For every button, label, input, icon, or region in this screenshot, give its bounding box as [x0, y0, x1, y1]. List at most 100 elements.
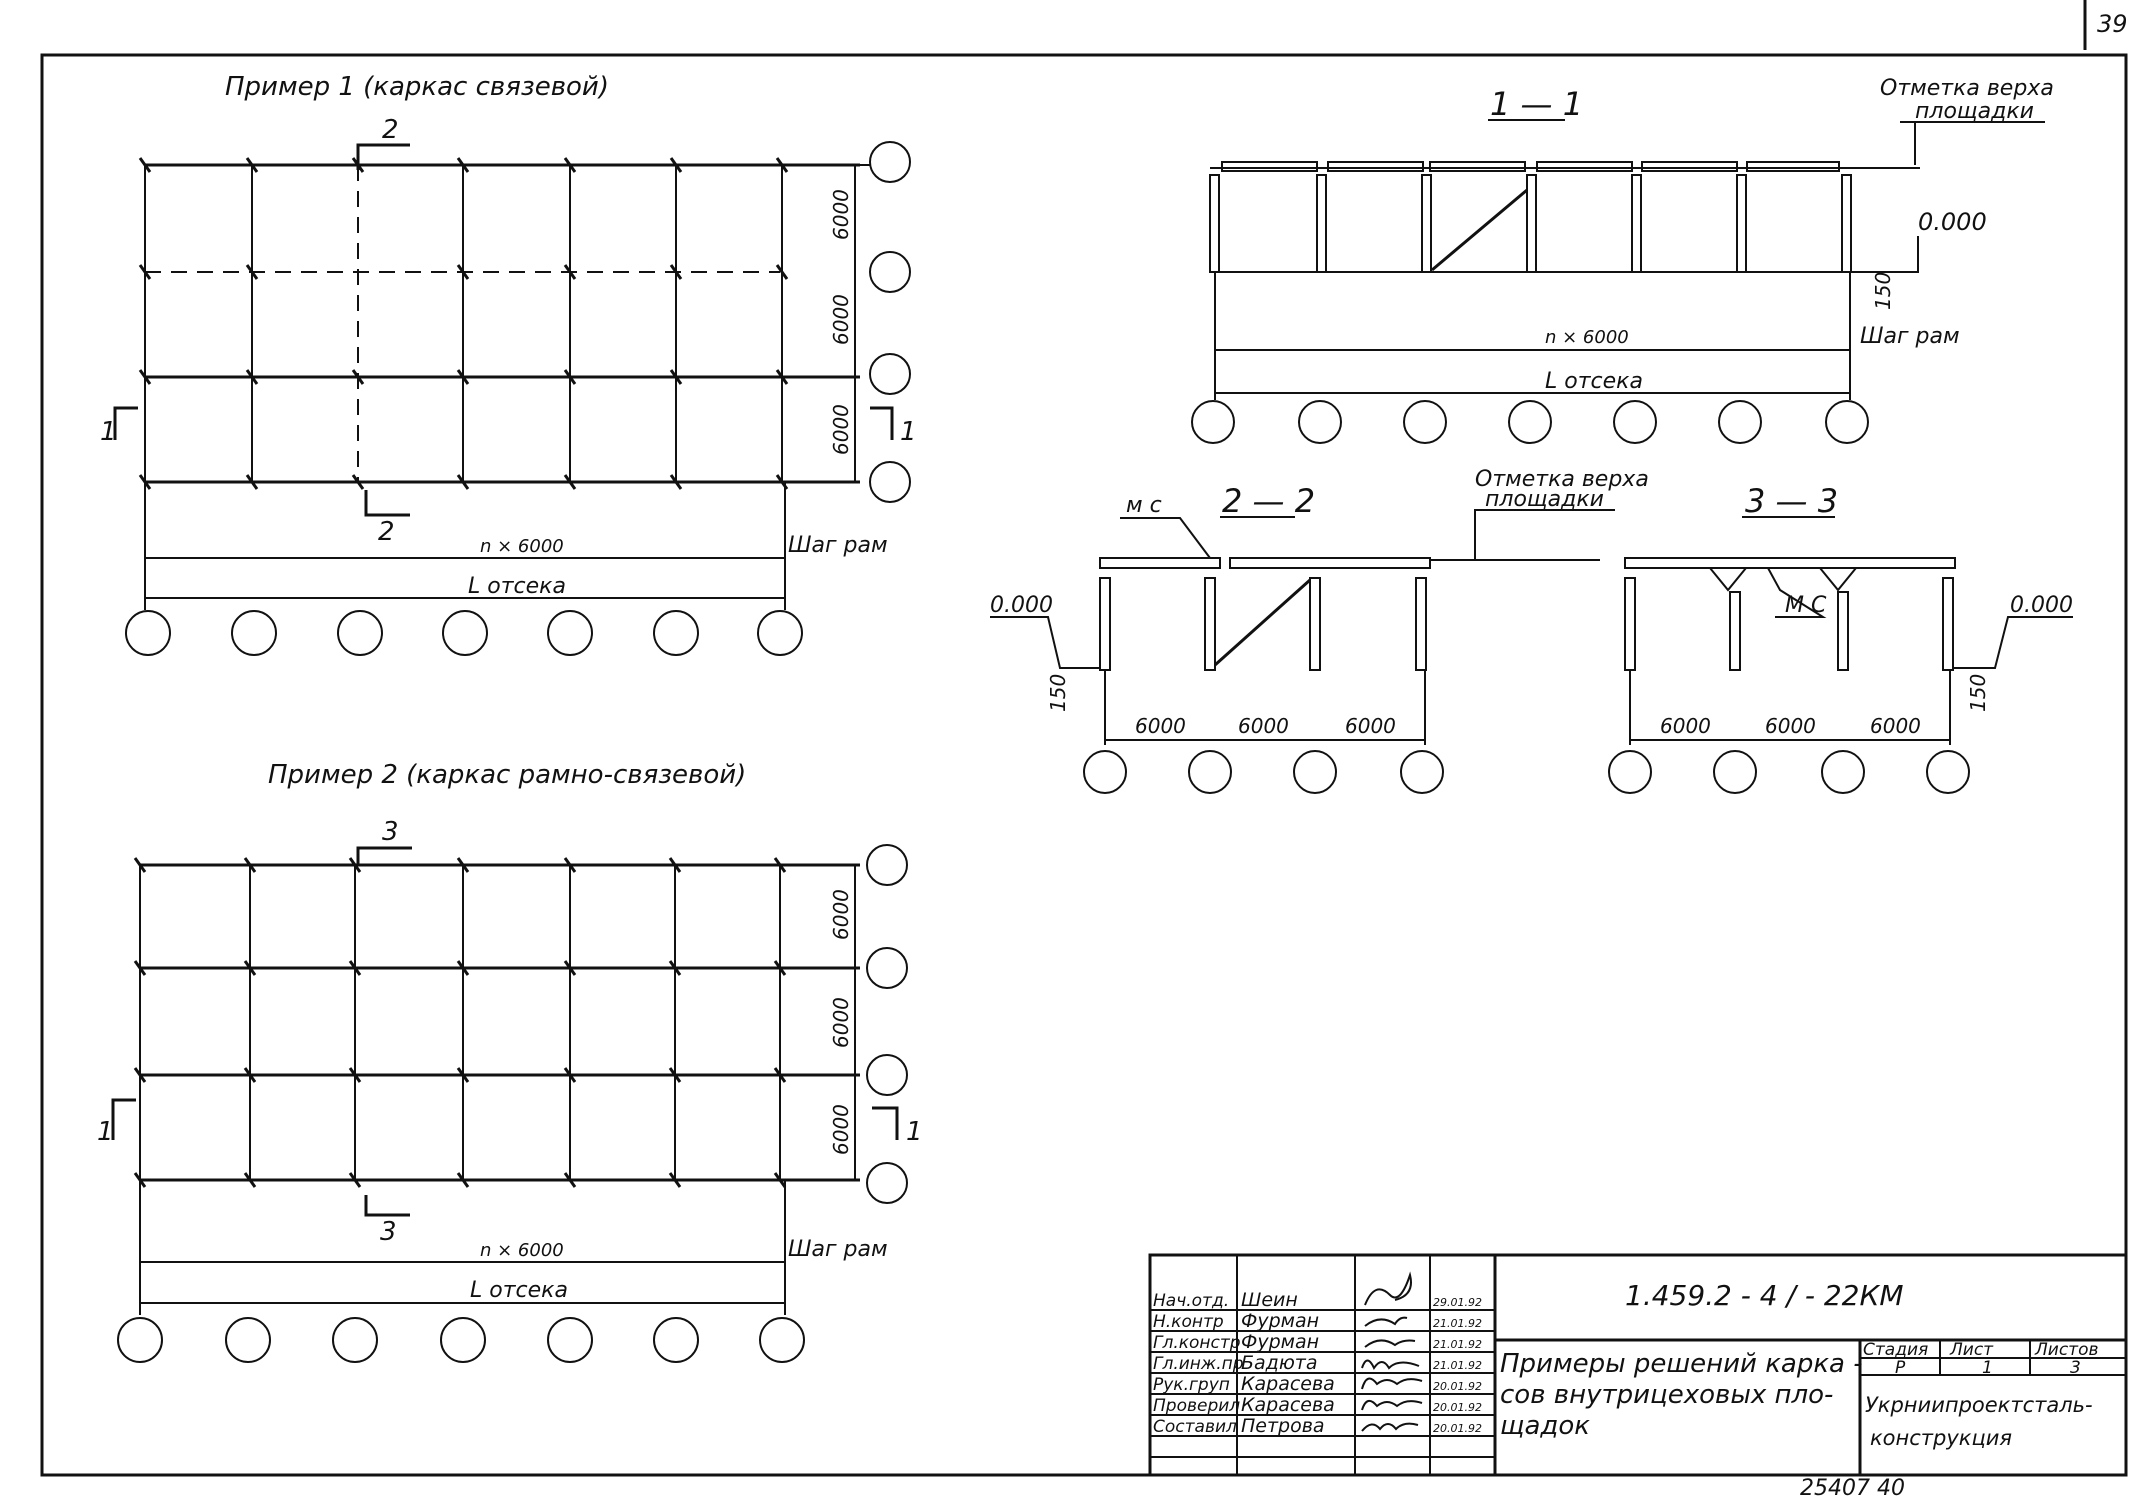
level-label: 0.000 [2010, 593, 2073, 618]
span-dimensions: 6000 6000 6000 [829, 865, 856, 1180]
section-mark-3-bottom: 3 [364, 1195, 410, 1247]
step-label: Шаг рам [788, 533, 888, 558]
dim-n: n × 6000 [1545, 327, 1629, 348]
signature [1364, 1339, 1416, 1348]
titleblock-row: Проверил Карасева 20.01.92 [1153, 1394, 1482, 1416]
axis-bubbles-bottom [125, 610, 803, 656]
section-mark-1-right: 1 [870, 406, 917, 447]
level-label: 0.000 [990, 593, 1053, 618]
row-name: Фурман [1241, 1310, 1319, 1332]
row-role: Гл.инж.пр [1153, 1354, 1244, 1374]
row-date: 20.01.92 [1433, 1422, 1482, 1435]
section-mark-1-right: 1 [872, 1106, 923, 1147]
span-2: 6000 [1238, 714, 1289, 738]
signature [1361, 1422, 1419, 1432]
signature [1361, 1359, 1420, 1371]
title-block: Нач.отд. Шеин 29.01.92 Н.контр Фурман 21… [1148, 1253, 2128, 1477]
bracing [1213, 578, 1312, 667]
titleblock-row: Н.контр Фурман 21.01.92 [1153, 1310, 1482, 1332]
sheet-header: Лист [1949, 1340, 1994, 1360]
section-3-bottom-label: 3 [380, 1217, 397, 1247]
dim-l: L отсека [1545, 369, 1643, 394]
step-label: Шаг рам [1860, 324, 1960, 349]
section-mark-3-top: 3 [356, 817, 412, 865]
span-1: 6000 [829, 889, 853, 940]
row-name: Петрова [1241, 1415, 1325, 1437]
axis-bubbles-bottom [117, 1317, 805, 1363]
signature [1361, 1399, 1423, 1411]
dim-l: L отсека [468, 574, 566, 599]
deck [1099, 557, 1431, 569]
span-3: 6000 [829, 1104, 853, 1155]
section-1-right-label: 1 [906, 1117, 923, 1147]
signature [1364, 1271, 1412, 1306]
row-date: 21.01.92 [1433, 1338, 1482, 1351]
example2-title: Пример 2 (каркас рамно-связевой) [268, 760, 746, 790]
row-name: Карасева [1241, 1373, 1335, 1395]
row-date: 20.01.92 [1433, 1401, 1482, 1414]
row-role: Составил [1153, 1417, 1237, 1437]
dim-l: L отсека [470, 1278, 568, 1303]
plan-example-1: Пример 1 (каркас связевой) 2 2 [100, 72, 917, 656]
row-date: 21.01.92 [1433, 1317, 1482, 1330]
sheet-title-3: щадок [1500, 1411, 1590, 1441]
span-3: 6000 [829, 404, 853, 455]
stage-value: Р [1895, 1358, 1906, 1378]
row-date: 20.01.92 [1433, 1380, 1482, 1393]
example1-title: Пример 1 (каркас связевой) [225, 72, 609, 102]
mc-label: м с [1126, 493, 1162, 518]
titleblock-row: Составил Петрова 20.01.92 [1153, 1415, 1482, 1437]
axis-bubbles-right [866, 844, 908, 1204]
deck [1624, 557, 1956, 569]
row-date: 29.01.92 [1433, 1296, 1482, 1309]
section-1-right-label: 1 [900, 417, 917, 447]
axis-bubbles [1608, 750, 1970, 794]
row-role: Проверил [1153, 1396, 1240, 1416]
sheets-header: Листов [2034, 1340, 2099, 1360]
axis-bubbles [1191, 400, 1869, 444]
section-mark-2-top: 2 [356, 115, 410, 170]
level-label: 0.000 [1918, 208, 1987, 236]
bottom-dimensions: n × 6000 L отсека Шаг рам [144, 482, 888, 610]
span-dimensions: 6000 6000 6000 [829, 165, 856, 482]
top-mark-label-1: Отметка верха [1880, 76, 2054, 101]
axis-bubbles-right [860, 141, 911, 503]
organization-2: конструкция [1870, 1426, 2012, 1450]
row-role: Гл.констр [1153, 1333, 1241, 1353]
section-1-left-label: 1 [97, 1117, 114, 1147]
sheet-title-1: Примеры решений карка - [1500, 1349, 1863, 1379]
span-1: 6000 [1135, 714, 1186, 738]
axis-bubbles [1083, 750, 1444, 794]
document-code: 1.459.2 - 4 / - 22КМ [1625, 1279, 1904, 1312]
row-role: Рук.груп [1153, 1375, 1230, 1395]
columns [1624, 577, 1954, 671]
section-3-3-title: 3 — 3 [1745, 482, 1838, 520]
section-2-2-title: 2 — 2 [1222, 482, 1315, 520]
titleblock-row: Рук.груп Карасева 20.01.92 [1153, 1373, 1482, 1395]
deck-slabs [1221, 161, 1840, 172]
page-number-box: 39 [2083, 0, 2128, 50]
titleblock-row: Нач.отд. Шеин 29.01.92 [1153, 1271, 1482, 1311]
section-mark-2-bottom: 2 [364, 490, 410, 547]
bottom-dimensions: n × 6000 L отсека Шаг рам [139, 1180, 888, 1315]
height-label: 150 [1871, 272, 1895, 310]
dim-n: n × 6000 [480, 1240, 564, 1261]
grid-lines [144, 163, 860, 484]
height-label: 150 [1966, 674, 1990, 712]
middle-top-mark: Отметка верха площадки [1474, 467, 1649, 560]
middle-mark-line1: Отметка верха [1475, 467, 1649, 492]
height-label: 150 [1046, 674, 1070, 712]
row-name: Карасева [1241, 1394, 1335, 1416]
row-role: Н.контр [1153, 1312, 1224, 1332]
row-name: Бадюта [1241, 1352, 1318, 1374]
titleblock-row: Гл.констр Фурман 21.01.92 [1153, 1331, 1482, 1353]
page-number: 39 [2097, 10, 2128, 38]
span-2: 6000 [829, 997, 853, 1048]
section-2-top-label: 2 [382, 115, 399, 145]
plan-example-2: Пример 2 (каркас рамно-связевой) 3 [97, 760, 923, 1363]
section-mark-1-left: 1 [97, 1098, 136, 1147]
titleblock-row: Гл.инж.пр Бадюта 21.01.92 [1153, 1352, 1482, 1374]
section-1-1: 1 — 1 Отметка верха площадки 0.000 150 n… [1191, 76, 2054, 444]
row-name: Шеин [1241, 1289, 1298, 1311]
